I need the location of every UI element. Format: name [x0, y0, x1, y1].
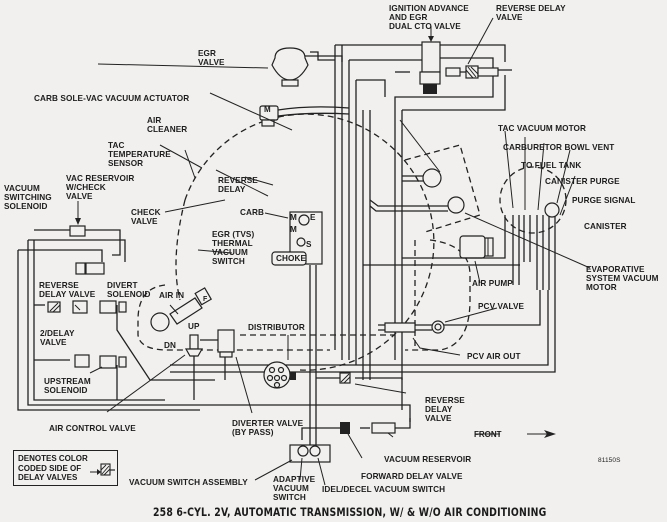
label-carb-sole-vac-actuator: CARB SOLE-VAC VACUUM ACTUATOR: [34, 94, 190, 103]
label-distributor: DISTRIBUTOR: [248, 323, 305, 332]
dual-cto-valve: [419, 26, 441, 94]
hose-top-routing: [310, 44, 512, 111]
hose-left-network: [17, 229, 215, 411]
label-egr-valve: EGR VALVE: [198, 49, 225, 67]
label-pcv-valve: PCV VALVE: [478, 302, 525, 311]
label-pcv-air-out: PCV AIR OUT: [467, 352, 521, 361]
reverse-delay-valve-bottom: [339, 372, 351, 384]
label-vacuum-switching-solenoid: VACUUM SWITCHING SOLENOID: [4, 184, 52, 211]
label-carb-port-m1: M: [290, 213, 297, 222]
label-idel-decel-vacuum-switch: IDEL/DECEL VACUUM SWITCH: [322, 485, 446, 494]
air-cleaner-outline: [184, 113, 435, 371]
hose-right-loops: [170, 215, 556, 373]
diverter-valve: [200, 329, 235, 380]
vacuum-reservoir: [371, 422, 396, 434]
label-choke: CHOKE: [276, 254, 307, 263]
label-ignition-advance-cto: IGNITION ADVANCE AND EGR DUAL CTO VALVE: [389, 4, 469, 31]
label-reverse-delay-valve-top: REVERSE DELAY VALVE: [496, 4, 566, 22]
figure-code: 81150S: [598, 457, 621, 464]
label-air-pump: AIR PUMP: [472, 279, 513, 288]
egr-valve: [271, 47, 343, 87]
label-purge-signal: PURGE SIGNAL: [572, 196, 636, 205]
label-canister: CANISTER: [584, 222, 627, 231]
label-up: UP: [188, 322, 200, 331]
legend-text: DENOTES COLOR CODED SIDE OF DELAY VALVES: [18, 454, 88, 482]
vacuum-switch-assembly: [289, 444, 331, 463]
air-in-filter: [150, 287, 213, 332]
label-reverse-delay-valve-left: REVERSE DELAY VALVE: [39, 281, 96, 299]
evap-system-vacuum-motor: [447, 196, 465, 214]
hose-bundle-vertical: [334, 45, 403, 380]
label-air-in: AIR IN: [159, 291, 185, 300]
leader-lines: [74, 63, 591, 486]
canister-tubes: [512, 202, 560, 290]
front-arrow: [475, 430, 556, 438]
label-canister-purge: CANISTER PURGE: [545, 177, 620, 186]
sole-vac-actuator: [259, 105, 350, 127]
label-vac-reservoir-check-valve: VAC RESERVOIR W/CHECK VALVE: [66, 174, 135, 201]
label-reverse-delay-mid: REVERSE DELAY: [218, 176, 258, 194]
air-control-valve: [184, 334, 204, 400]
label-tac-vacuum-motor: TAC VACUUM MOTOR: [498, 124, 587, 133]
label-carburetor-bowl-vent: CARBURETOR BOWL VENT: [503, 143, 615, 152]
label-filter-f: F: [203, 296, 208, 303]
label-reverse-delay-valve-bottom: REVERSE DELAY VALVE: [425, 396, 465, 423]
label-forward-delay-valve: FORWARD DELAY VALVE: [361, 472, 463, 481]
divert-solenoid: [99, 300, 127, 314]
label-carb: CARB: [240, 208, 265, 217]
label-tac-temperature-sensor: TAC TEMPERATURE SENSOR: [108, 141, 171, 168]
label-air-cleaner: AIR CLEANER: [147, 116, 188, 134]
air-cleaner-outline-lower: [175, 199, 186, 301]
label-evaporative-system-vacuum-motor: EVAPORATIVE SYSTEM VACUUM MOTOR: [586, 265, 659, 292]
air-control-outline: [137, 284, 330, 351]
air-pump: [459, 235, 494, 259]
label-upstream-solenoid: UPSTREAM SOLENOID: [44, 377, 91, 395]
tac-housing-outline: [404, 144, 481, 233]
label-carb-port-e: E: [310, 213, 316, 222]
label-to-fuel-tank: TO FUEL TANK: [521, 161, 582, 170]
legend-box: DENOTES COLOR CODED SIDE OF DELAY VALVES: [13, 450, 118, 486]
label-divert-solenoid: DIVERT SOLENOID: [107, 281, 151, 299]
label-adaptive-vacuum-switch: ADAPTIVE VACUUM SWITCH: [273, 475, 316, 502]
vac-reservoir-check-valve: [69, 201, 86, 237]
label-diverter-valve-bypass: DIVERTER VALVE (BY PASS): [232, 419, 304, 437]
label-dn: DN: [164, 341, 177, 350]
vacuum-switching-solenoid: [75, 262, 105, 275]
forward-delay-valve: [340, 422, 350, 434]
two-delay-valve: [72, 300, 90, 368]
reverse-delay-valve-left: [47, 301, 61, 313]
label-vacuum-switch-assembly: VACUUM SWITCH ASSEMBLY: [129, 478, 248, 487]
air-pump-outline: [405, 239, 471, 351]
reverse-delay-valve-top: [445, 17, 499, 79]
carburetor: [271, 211, 323, 266]
upstream-solenoid: [99, 355, 127, 369]
distributor: [263, 361, 296, 389]
label-two-delay-valve: 2/DELAY VALVE: [40, 329, 75, 347]
label-vacuum-reservoir: VACUUM RESERVOIR: [384, 455, 472, 464]
delay-valve-icon: [90, 463, 115, 476]
label-egr-tvs-thermal-vacuum-switch: EGR (TVS) THERMAL VACUUM SWITCH: [212, 230, 255, 266]
label-carb-port-m2: M: [290, 225, 297, 234]
label-check-valve: CHECK VALVE: [131, 208, 161, 226]
label-carb-port-s: S: [306, 240, 312, 249]
label-air-control-valve: AIR CONTROL VALVE: [49, 424, 136, 433]
tac-vacuum-motor: [422, 168, 442, 188]
pcv-valve: [378, 320, 445, 334]
label-actuator-m: M: [264, 105, 271, 114]
front-label: FRONT: [474, 430, 502, 439]
diagram-title: 258 6-CYL. 2V, AUTOMATIC TRANSMISSION, W…: [153, 505, 547, 519]
